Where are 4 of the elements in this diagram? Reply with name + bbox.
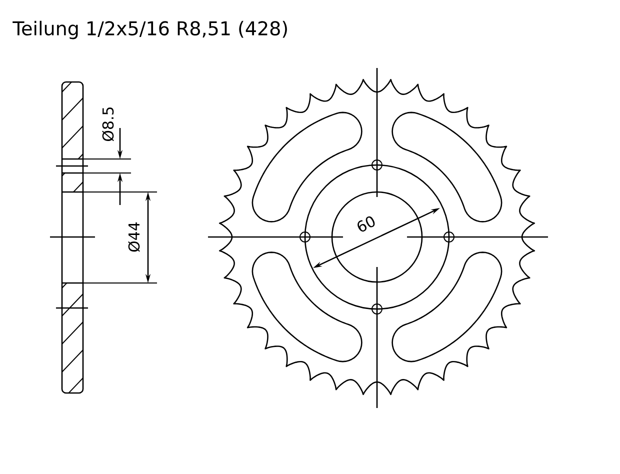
title: Teilung 1/2x5/16 R8,51 (428) xyxy=(12,20,287,40)
dimension-label: Ø8.5 xyxy=(102,107,114,142)
dimension-label: 60 xyxy=(358,216,375,232)
dimension-label: Ø44 xyxy=(128,222,140,252)
